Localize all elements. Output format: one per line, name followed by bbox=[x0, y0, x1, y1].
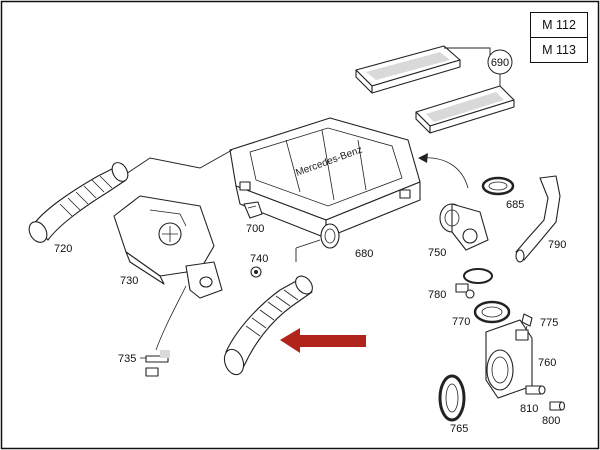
part-number-770: 770 bbox=[452, 316, 470, 328]
model-legend: M 112 M 113 bbox=[530, 12, 588, 63]
leader-685-arrow bbox=[419, 157, 469, 189]
part-number-685: 685 bbox=[506, 199, 524, 211]
part-number-720: 720 bbox=[54, 243, 72, 255]
air-mass-sensor-750 bbox=[439, 203, 489, 251]
intake-duct-upper bbox=[28, 162, 129, 243]
part-number-780: 780 bbox=[428, 289, 446, 301]
intake-bracket bbox=[113, 195, 223, 299]
hose-clamp-780 bbox=[455, 268, 493, 299]
model-label-m113: M 113 bbox=[531, 37, 587, 62]
part-number-790: 790 bbox=[548, 239, 566, 251]
part-number-730: 730 bbox=[120, 275, 138, 287]
seal-ring-770 bbox=[473, 300, 511, 324]
intake-duct-lower bbox=[223, 275, 313, 376]
part-number-760: 760 bbox=[538, 357, 556, 369]
leader-685-arrowhead bbox=[418, 153, 428, 163]
callout-circle-690 bbox=[487, 49, 513, 75]
air-filter-element-lower bbox=[415, 85, 515, 134]
hose-790 bbox=[515, 175, 561, 263]
seal-ring-685 bbox=[481, 176, 515, 196]
part-number-680: 680 bbox=[355, 248, 373, 260]
grommet-740 bbox=[250, 266, 262, 278]
clip-735 bbox=[145, 350, 170, 377]
part-number-690: 690 bbox=[491, 57, 509, 69]
part-number-735: 735 bbox=[118, 353, 136, 365]
throttle-body-760 bbox=[485, 319, 533, 399]
part-number-750: 750 bbox=[428, 247, 446, 259]
leader-720-to-housing bbox=[119, 149, 233, 179]
clip-700 bbox=[243, 201, 263, 219]
pin-810 bbox=[525, 385, 546, 395]
highlight-arrow bbox=[280, 328, 366, 353]
leader-680 bbox=[295, 239, 321, 249]
air-cleaner-housing: Mercedes-Benz bbox=[229, 117, 421, 249]
cap-800 bbox=[549, 401, 566, 411]
part-number-740: 740 bbox=[250, 253, 268, 265]
part-number-800: 800 bbox=[542, 415, 560, 427]
air-filter-element-upper bbox=[355, 45, 461, 94]
leader-735 bbox=[155, 285, 187, 351]
part-number-700: 700 bbox=[246, 223, 264, 235]
model-label-m112: M 112 bbox=[542, 18, 576, 32]
seal-ring-765 bbox=[438, 374, 466, 422]
part-number-810: 810 bbox=[520, 403, 538, 415]
part-number-775: 775 bbox=[540, 317, 558, 329]
part-number-765: 765 bbox=[450, 423, 468, 435]
